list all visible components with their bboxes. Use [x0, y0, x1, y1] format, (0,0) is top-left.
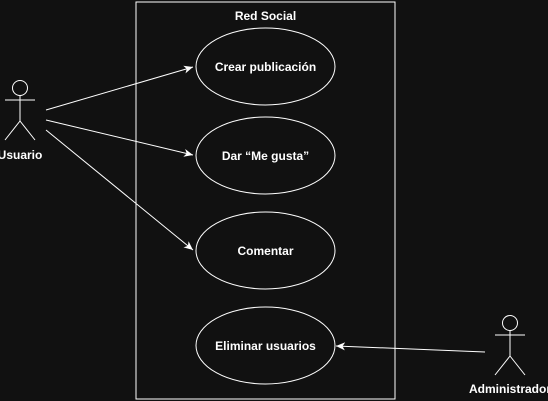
use-case-like[interactable]: Dar “Me gusta” — [195, 116, 336, 195]
system-label: Red Social — [235, 9, 296, 23]
association-delete-users — [335, 342, 486, 353]
use-case-create-post-label: Crear publicación — [215, 60, 316, 74]
use-case-delete-users[interactable]: Eliminar usuarios — [195, 306, 336, 385]
actor-administrador-left-leg — [494, 355, 511, 376]
actor-administrador[interactable]: Administrador — [469, 315, 548, 397]
use-case-delete-users-label: Eliminar usuarios — [215, 339, 316, 353]
use-case-comment-label: Comentar — [237, 244, 293, 258]
use-case-like-label: Dar “Me gusta” — [222, 149, 309, 163]
association-create-post — [45, 65, 194, 111]
actor-usuario-right-leg — [19, 120, 36, 141]
actor-usuario-label: Usuario — [0, 148, 42, 162]
actor-usuario-head — [12, 80, 28, 96]
actor-administrador-head — [502, 315, 518, 331]
actor-administrador-right-leg — [509, 355, 526, 376]
use-case-create-post[interactable]: Crear publicación — [195, 27, 336, 106]
actor-administrador-label: Administrador — [469, 382, 548, 396]
association-like — [45, 119, 194, 157]
system-boundary — [135, 1, 396, 400]
actor-usuario[interactable]: Usuario — [0, 80, 42, 163]
use-case-comment[interactable]: Comentar — [195, 211, 336, 290]
actor-usuario-left-leg — [4, 120, 21, 141]
association-comment — [45, 129, 194, 251]
